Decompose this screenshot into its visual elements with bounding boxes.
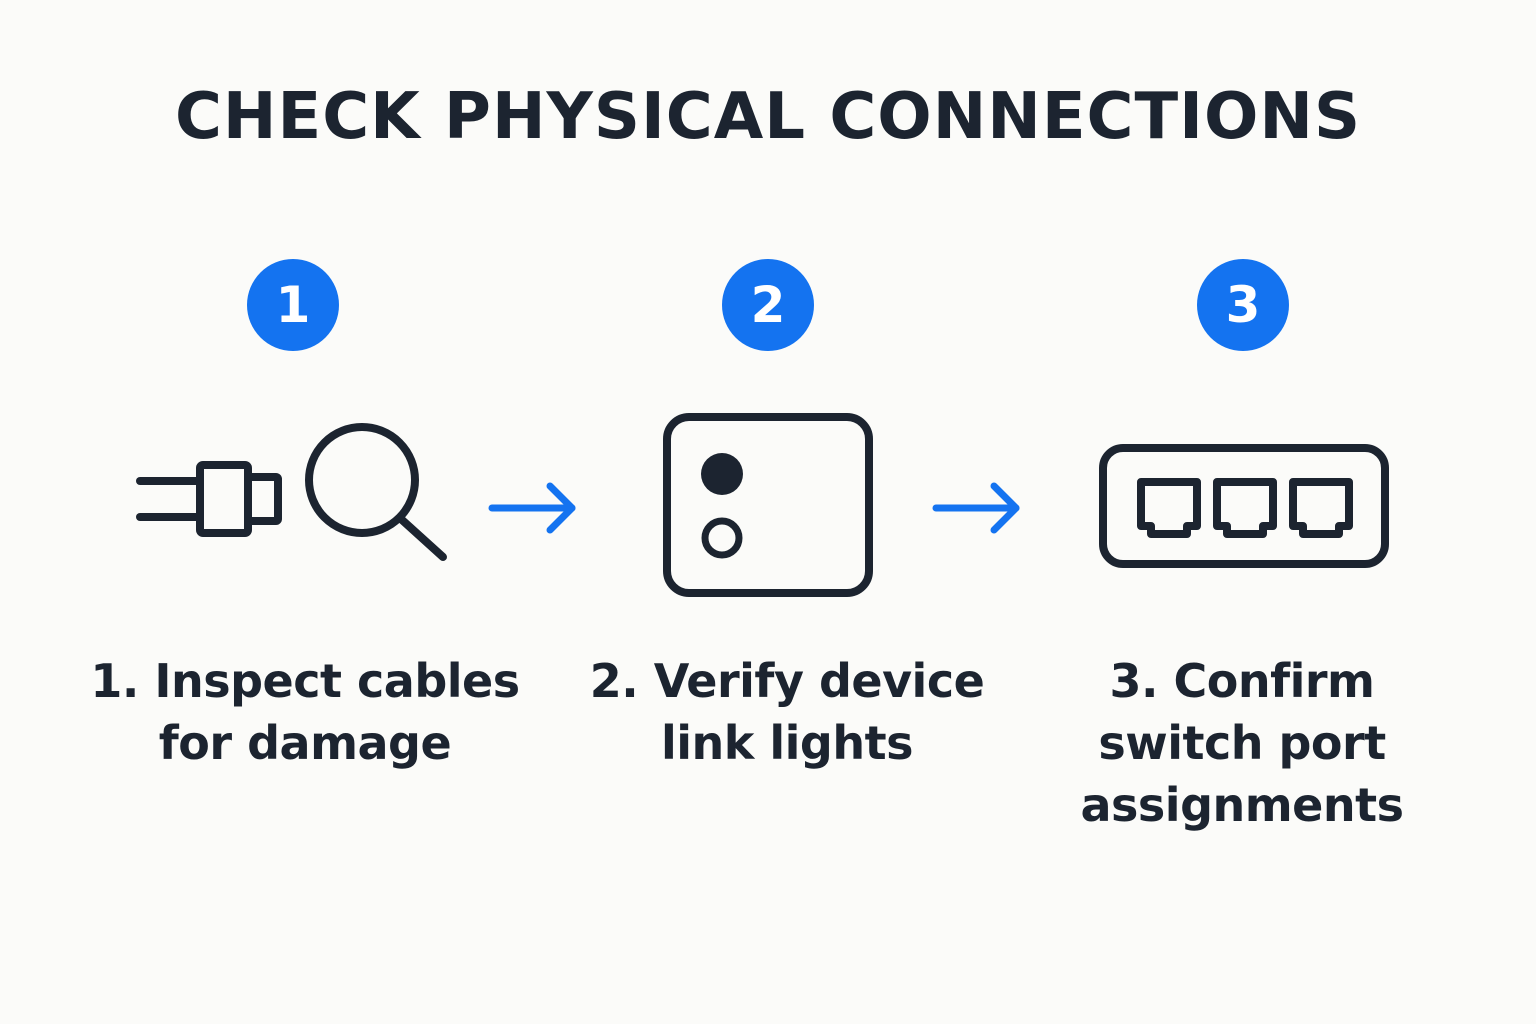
step-3-label-line: 3. Confirm xyxy=(1109,654,1375,708)
step-2-label-line: link lights xyxy=(661,716,913,770)
arrow-right-icon xyxy=(932,482,1020,534)
switch-port-3 xyxy=(1289,478,1353,538)
page-title: CHECK PHYSICAL CONNECTIONS xyxy=(174,80,1362,154)
plug-icon xyxy=(136,461,282,537)
network-switch-icon xyxy=(1099,444,1389,568)
step-3-badge: 3 xyxy=(1197,259,1289,351)
step-1-badge: 1 xyxy=(247,259,339,351)
switch-port-2 xyxy=(1213,478,1277,538)
step-2-label: 2. Verify device link lights xyxy=(567,650,1007,774)
link-light-on xyxy=(701,453,743,495)
step-3-label: 3. Confirm switch port assignments xyxy=(1022,650,1462,836)
step-3-label-line: switch port xyxy=(1098,716,1386,770)
step-2-label-line: 2. Verify device xyxy=(589,654,985,708)
arrow-right-icon xyxy=(488,482,576,534)
step-1-label-line: 1. Inspect cables xyxy=(90,654,520,708)
step-2-badge: 2 xyxy=(722,259,814,351)
link-light-off xyxy=(701,517,743,559)
step-1-label: 1. Inspect cables for damage xyxy=(85,650,525,774)
step-3-label-line: assignments xyxy=(1080,778,1405,832)
switch-port-1 xyxy=(1137,478,1201,538)
magnifier-icon xyxy=(305,423,447,561)
device-lights-icon xyxy=(663,413,873,597)
step-1-label-line: for damage xyxy=(158,716,452,770)
